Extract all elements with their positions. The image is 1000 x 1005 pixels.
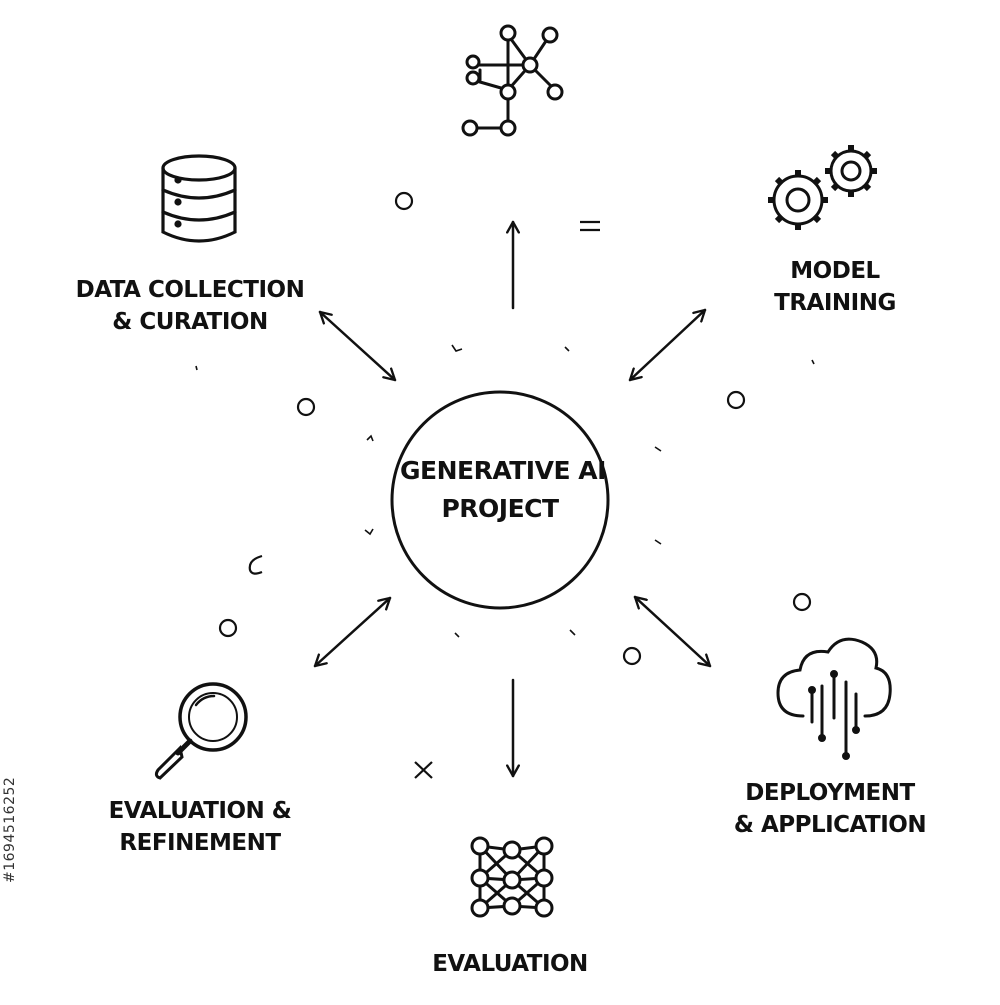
deployment-label: DEPLOYMENT & APPLICATION <box>715 777 945 841</box>
arrow-evaluation-refinement <box>313 596 392 668</box>
evaluation-label-line1: EVALUATION <box>432 951 588 977</box>
gears-icon <box>768 145 877 230</box>
model-training-label: MODEL TRAINING <box>740 255 930 319</box>
data-collection-label-line1: DATA COLLECTION <box>75 277 305 303</box>
model-training-label-line2: TRAINING <box>774 290 896 316</box>
evaluation-refinement-label-line2: REFINEMENT <box>119 830 281 856</box>
data-collection-label-line2: & CURATION <box>112 309 268 335</box>
evaluation-label: EVALUATION <box>400 948 620 980</box>
arrow-data-collection <box>318 310 397 382</box>
decorative-marks <box>195 191 815 779</box>
hub-label: GENERATIVE AI PROJECT <box>400 452 606 528</box>
evaluation-refinement-label-line1: EVALUATION & <box>108 798 292 824</box>
side-id-text: #1694516252 <box>2 776 18 884</box>
model-training-label-line1: MODEL <box>790 258 880 284</box>
deployment-label-line2: & APPLICATION <box>733 812 927 838</box>
hub-label-line1: GENERATIVE AI <box>400 456 606 485</box>
evaluation-refinement-label: EVALUATION & REFINEMENT <box>80 795 320 859</box>
arrow-deployment <box>633 595 712 668</box>
magnifier-icon <box>154 682 248 780</box>
arrow-model-training <box>628 308 707 382</box>
database-icon <box>161 154 237 243</box>
hub-label-line2: PROJECT <box>441 494 559 523</box>
neural-network-icon <box>470 836 554 918</box>
node-graph-icon <box>461 24 564 137</box>
data-collection-label: DATA COLLECTION & CURATION <box>60 274 320 338</box>
hub-circle <box>390 390 610 610</box>
deployment-label-line1: DEPLOYMENT <box>745 780 915 806</box>
cloud-circuit-icon <box>776 637 892 760</box>
